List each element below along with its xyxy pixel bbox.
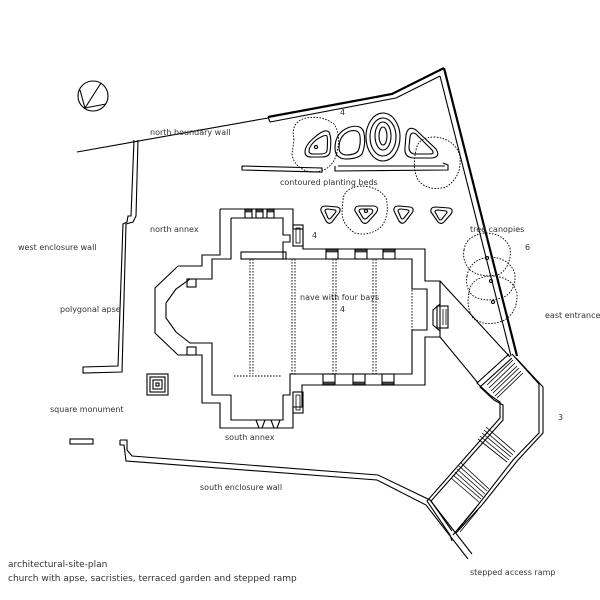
label-south-sacristy: south annex [225, 433, 275, 442]
north-arrow-icon [77, 80, 109, 112]
lower-garden-beds [320, 205, 453, 225]
stair-flight-2 [477, 426, 516, 463]
north-boundary-wall [76, 67, 519, 357]
east-porch [432, 280, 511, 384]
label-west-wall: west enclosure wall [18, 243, 97, 252]
upper-garden-beds [304, 112, 439, 162]
count-lower-beds: 4 [312, 231, 317, 240]
north-annex-windows [244, 208, 304, 247]
count-nave-bays: 4 [340, 305, 345, 314]
garden-bed-5 [320, 205, 341, 224]
stair-flight-3 [450, 462, 490, 503]
label-staircase: stepped access ramp [470, 568, 556, 577]
apse-windows [186, 278, 197, 356]
trees [291, 116, 518, 324]
tree-6 [467, 275, 518, 324]
count-upper-beds: 4 [340, 108, 345, 117]
tree-3 [341, 185, 388, 235]
nave-arches [234, 251, 413, 377]
garden-bed-4 [404, 127, 439, 159]
nave-windows [322, 248, 396, 386]
tree-2 [413, 136, 461, 189]
staircase [426, 353, 544, 542]
garden-bed-1 [304, 130, 332, 158]
count-stair-flights: 3 [558, 413, 563, 422]
drawing-type: architectural-site-plan [8, 560, 108, 570]
stair-flight-1 [486, 359, 524, 399]
garden-edging [241, 162, 449, 173]
label-east-porch: east entrance [545, 311, 600, 320]
garden-bed-2 [334, 125, 366, 160]
tree-5 [466, 256, 516, 301]
label-apse: polygonal apse [60, 305, 121, 314]
garden-bed-8 [430, 206, 453, 225]
south-annex-details [255, 391, 304, 429]
garden-bed-7 [393, 205, 414, 224]
garden-bed-3 [365, 112, 401, 162]
label-monument: square monument [50, 405, 124, 414]
count-trees: 6 [525, 243, 530, 252]
label-trees: tree canopies [470, 225, 524, 234]
label-garden-beds: contoured planting beds [280, 178, 378, 187]
tree-1 [291, 116, 339, 173]
label-nave: nave with four bays [300, 293, 379, 302]
feature-labels: north boundary wall west enclosure wall … [18, 108, 600, 577]
south-enclosure-wall [69, 438, 473, 560]
label-site-boundary: north boundary wall [150, 128, 231, 137]
garden-bed-6 [354, 205, 379, 225]
west-enclosure-wall [82, 139, 139, 374]
monument [146, 373, 169, 396]
label-south-wall: south enclosure wall [200, 483, 282, 492]
drawing-subject: church with apse, sacristies, terraced g… [8, 574, 297, 584]
label-north-sacristy: north annex [150, 225, 199, 234]
